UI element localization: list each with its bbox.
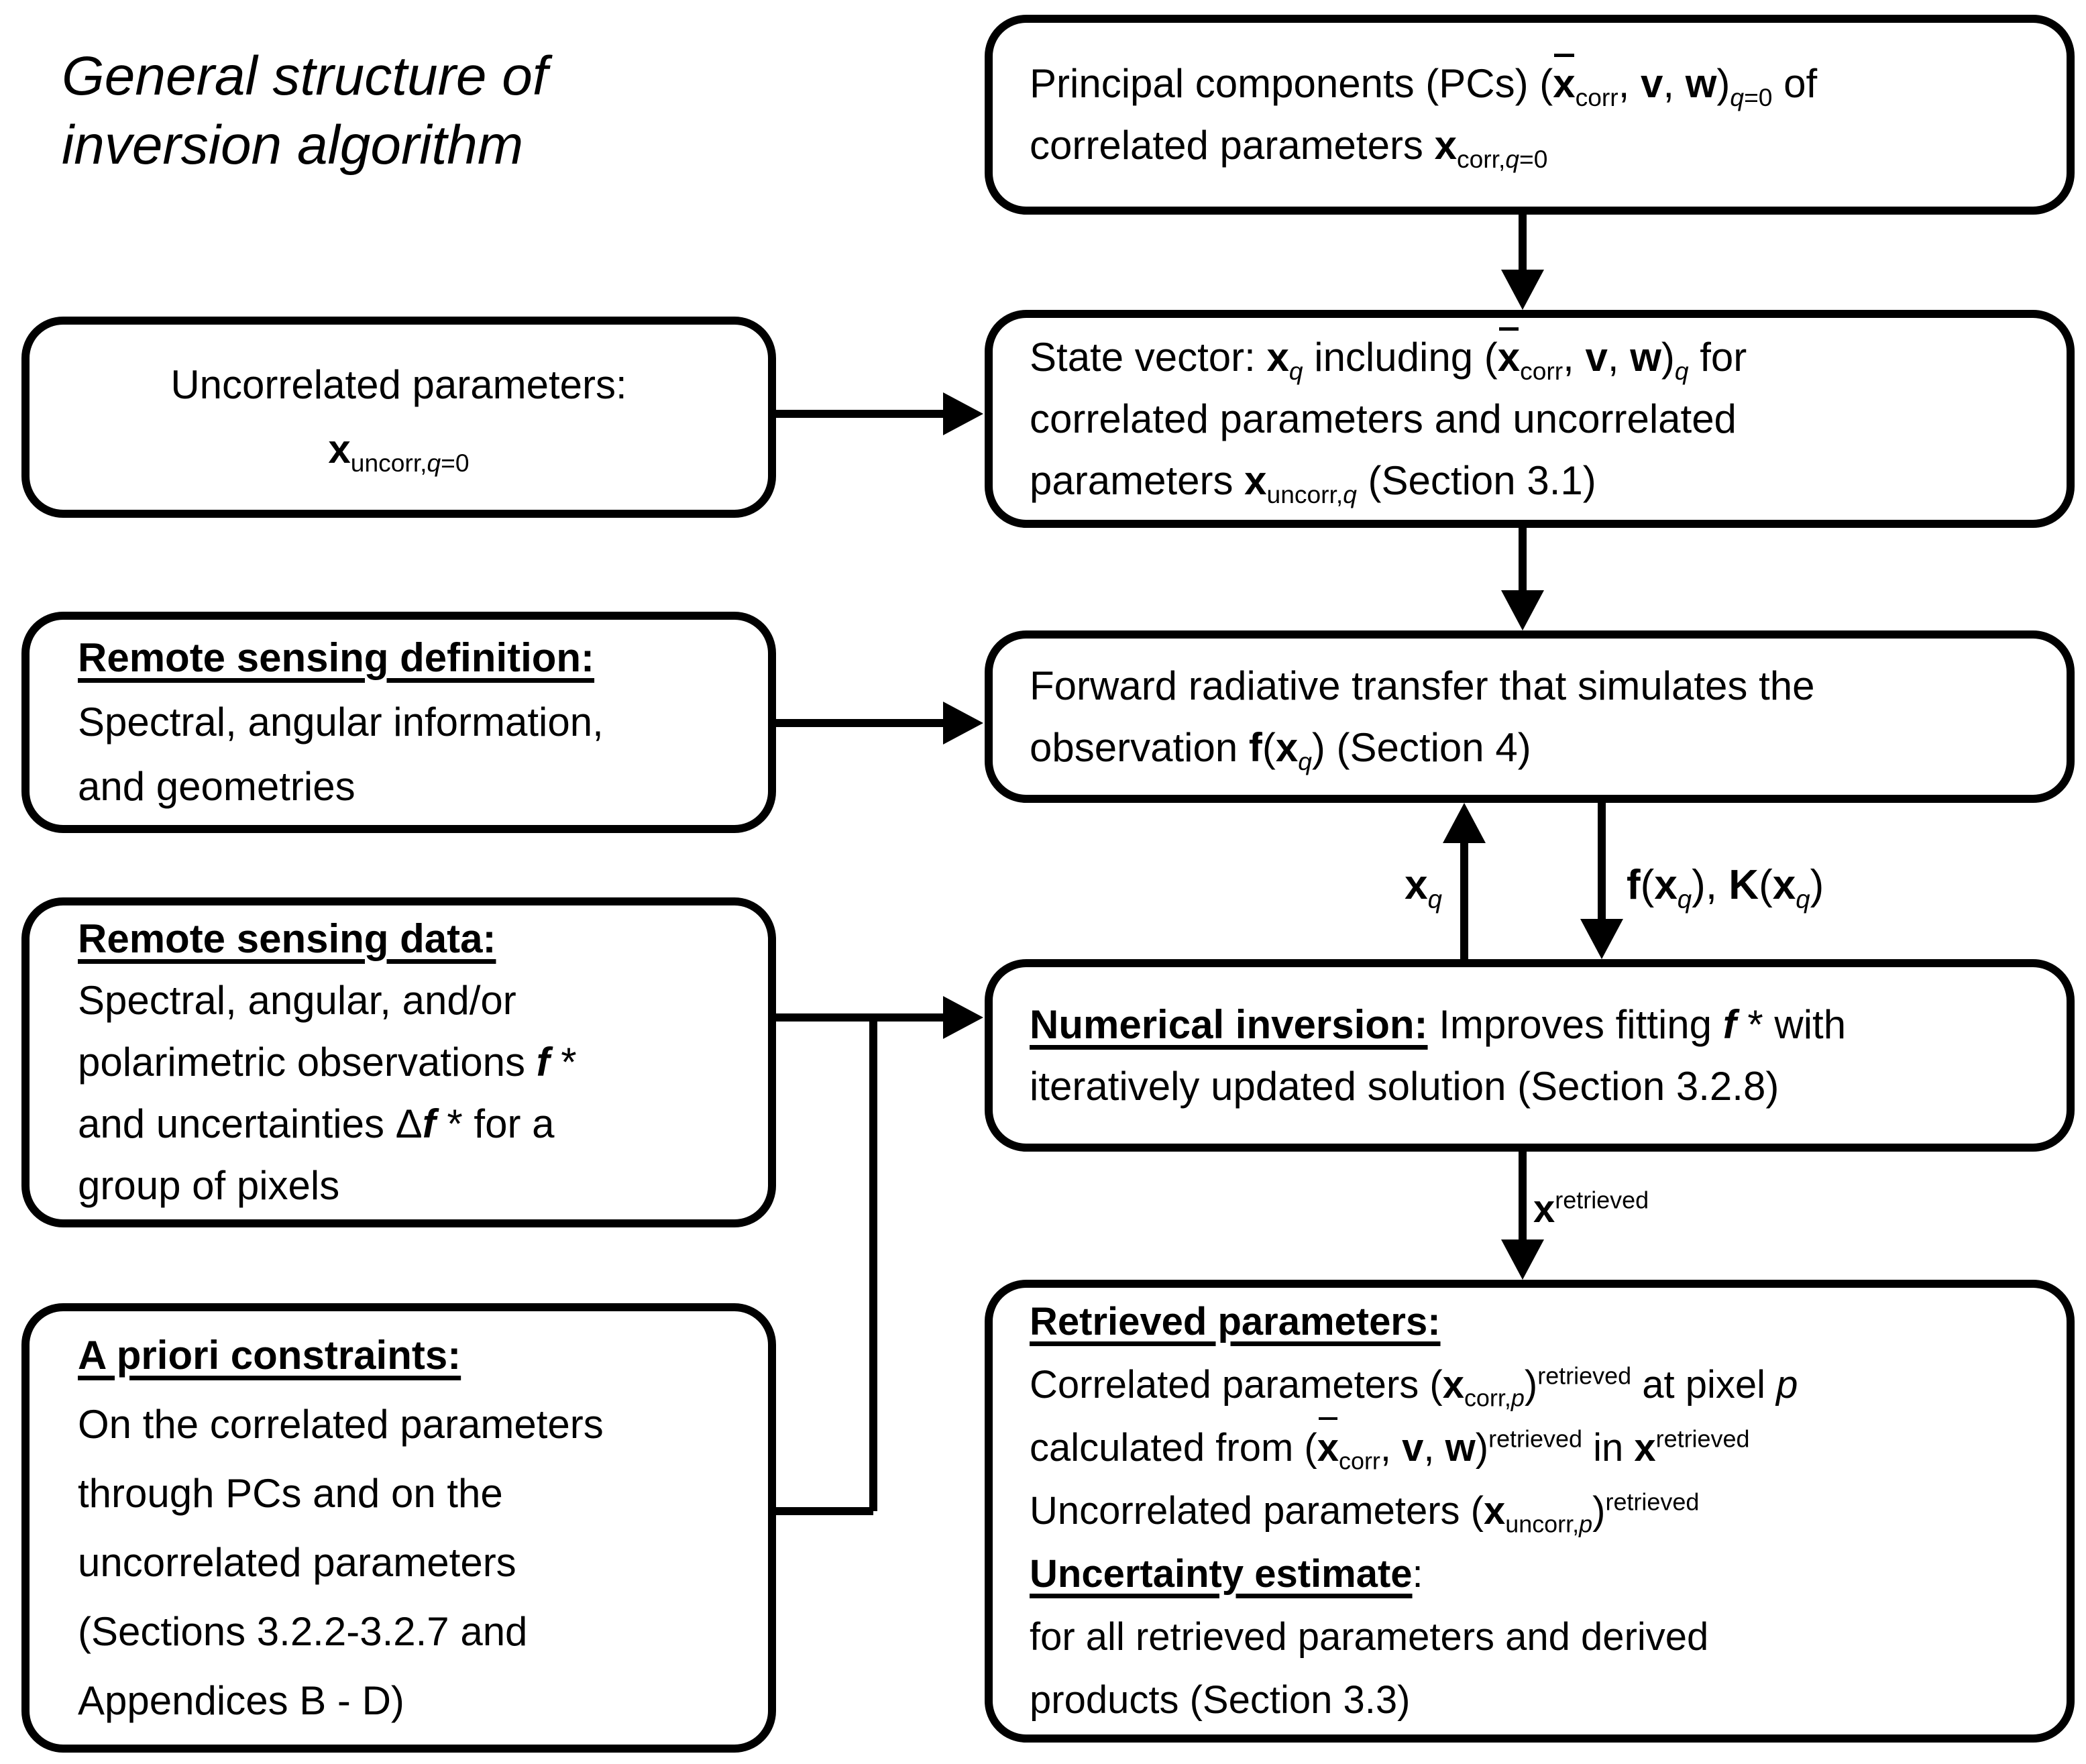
arrow-label-x-retrieved: xretrieved bbox=[1533, 1186, 1649, 1231]
box-state-vector: State vector: xq including (xcorr, v, w)… bbox=[985, 310, 2075, 528]
box-a-priori-constraints: A priori constraints:On the correlated p… bbox=[21, 1303, 776, 1753]
box-numerical-inversion-text: Numerical inversion: Improves fitting f … bbox=[1030, 1001, 1847, 1109]
box-retrieved-parameters-text: Retrieved parameters:Correlated paramete… bbox=[1030, 1300, 1798, 1722]
arrow-label-fxq-kxq: f(xq), K(xq) bbox=[1627, 862, 1824, 914]
arrow-numinv-to-retrieved bbox=[1501, 1152, 1544, 1280]
box-state-vector-text: State vector: xq including (xcorr, v, w)… bbox=[993, 327, 1773, 512]
arrow-statevector-to-forward bbox=[1501, 528, 1544, 630]
box-remote-sensing-definition-text: Remote sensing definition:Spectral, angu… bbox=[78, 635, 604, 809]
box-uncorrelated-parameters: Uncorrelated parameters:xuncorr,q=0 bbox=[21, 317, 776, 518]
box-retrieved-parameters: Retrieved parameters:Correlated paramete… bbox=[985, 1280, 2075, 1743]
box-uncorrelated-parameters-text: Uncorrelated parameters:xuncorr,q=0 bbox=[170, 362, 627, 477]
arrow-forward-to-numinv-down bbox=[1580, 803, 1623, 959]
connector-rsdata-apriori-trunk bbox=[771, 996, 983, 1515]
box-remote-sensing-data-text: Remote sensing data:Spectral, angular, a… bbox=[78, 916, 577, 1208]
box-remote-sensing-data: Remote sensing data:Spectral, angular, a… bbox=[21, 897, 776, 1227]
arrow-numinv-to-forward-up bbox=[1443, 803, 1486, 959]
box-numerical-inversion: Numerical inversion: Improves fitting f … bbox=[985, 959, 2075, 1152]
box-principal-components: Principal components (PCs) (xcorr, v, w)… bbox=[985, 15, 2075, 215]
arrow-uncorr-to-statevector bbox=[775, 392, 983, 435]
arrow-rsdef-to-forward bbox=[775, 702, 983, 745]
box-principal-components-text: Principal components (PCs) (xcorr, v, w)… bbox=[993, 53, 1844, 176]
arrow-pc-to-statevector bbox=[1501, 215, 1544, 310]
box-forward-radiative-transfer: Forward radiative transfer that simulate… bbox=[985, 630, 2075, 803]
arrow-label-xq: xq bbox=[1405, 862, 1442, 914]
box-remote-sensing-definition: Remote sensing definition:Spectral, angu… bbox=[21, 612, 776, 833]
box-a-priori-constraints-text: A priori constraints:On the correlated p… bbox=[78, 1333, 604, 1723]
box-forward-radiative-transfer-text: Forward radiative transfer that simulate… bbox=[1030, 663, 1815, 775]
